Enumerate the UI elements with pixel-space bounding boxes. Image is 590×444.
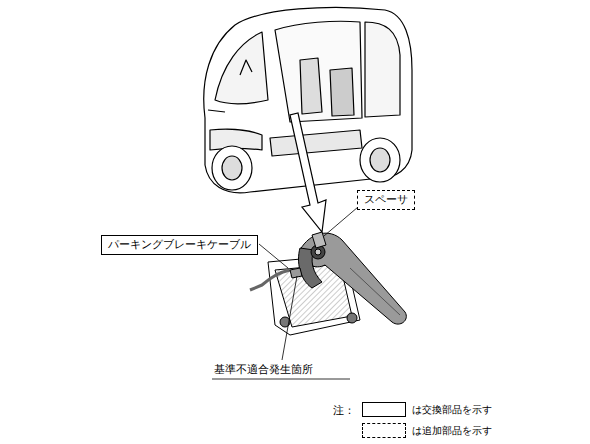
legend-sample	[362, 402, 406, 417]
legend-text: は追加部品を示す	[412, 424, 492, 437]
legend-text: は交換部品を示す	[412, 403, 492, 416]
defect-location-label: 基準不適合発生箇所	[214, 363, 313, 377]
legend-sample	[362, 423, 406, 438]
part-name: パーキングブレーキケーブル	[108, 238, 251, 252]
note-label: 注：	[333, 404, 355, 418]
parking-brake-lever	[250, 232, 406, 335]
part-box: パーキングブレーキケーブル	[101, 235, 258, 255]
leader-lines	[212, 207, 358, 379]
pointer-arrow	[290, 113, 326, 232]
part-box: スペーサ	[357, 190, 415, 210]
part-name: スペーサ	[364, 193, 408, 207]
